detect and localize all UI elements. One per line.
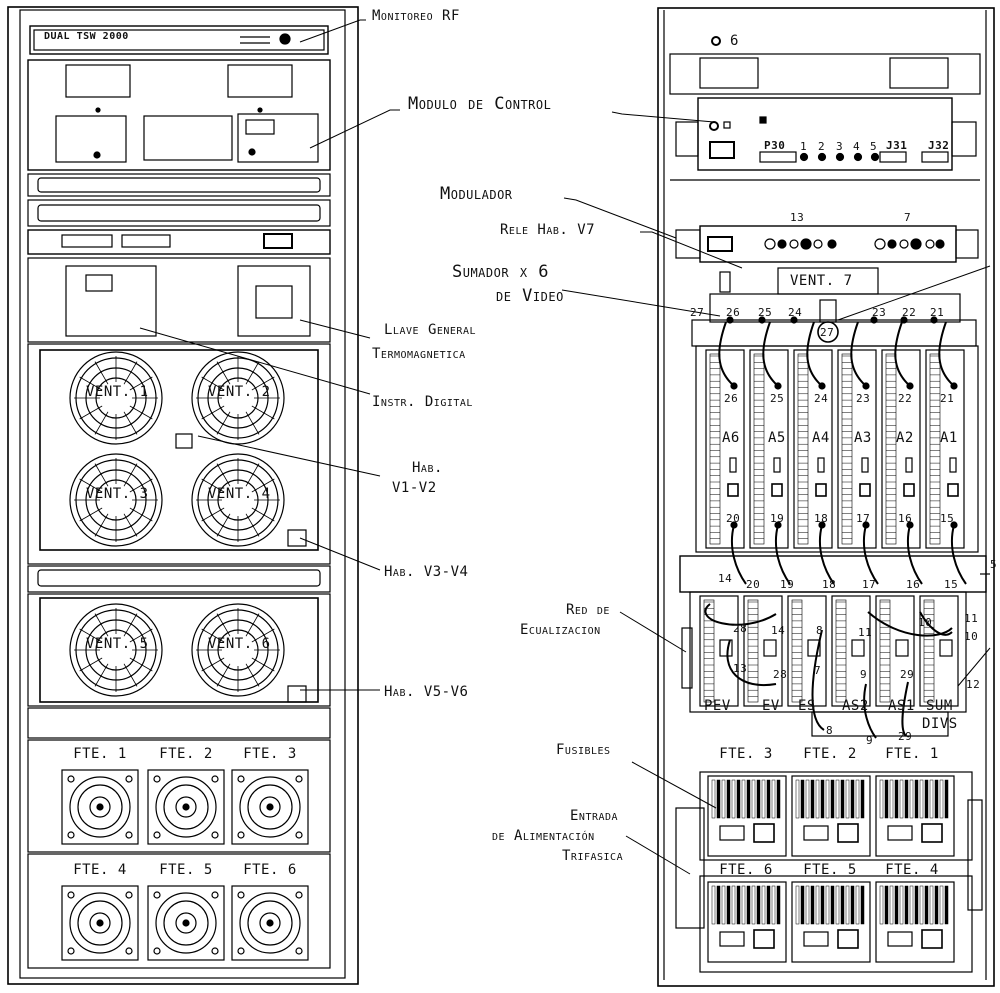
amp-card <box>705 321 747 585</box>
eq-card <box>743 595 783 707</box>
psu-back-6 <box>707 881 787 963</box>
psu-front-4 <box>61 885 139 961</box>
psu-front-6 <box>231 885 309 961</box>
modulator-back <box>675 225 979 263</box>
amplifier-rack <box>695 316 979 585</box>
fan-3 <box>69 453 163 547</box>
eq-card <box>787 595 827 707</box>
psu-back-2 <box>791 775 871 857</box>
amp-card <box>837 321 879 585</box>
psu-row-2 <box>27 853 331 969</box>
psu-front-1 <box>61 769 139 845</box>
eq-card <box>875 595 915 707</box>
psu-back-1 <box>875 775 955 857</box>
psu-row-1 <box>27 739 331 853</box>
fan-bay-2 <box>27 593 331 707</box>
control-module-back <box>675 97 977 171</box>
psu-back-5 <box>791 881 871 963</box>
fan-bay-1 <box>27 343 331 565</box>
monitor-rf-unit <box>29 25 329 55</box>
equalization-rack <box>681 591 967 739</box>
fan-6 <box>191 603 285 697</box>
front-rack <box>7 6 359 985</box>
back-rack <box>657 7 995 987</box>
fan-4 <box>191 453 285 547</box>
sumador-x6 <box>691 267 977 347</box>
modulator-front <box>27 229 331 255</box>
psu-back-3 <box>707 775 787 857</box>
control-module-front <box>27 59 331 171</box>
amp-card <box>749 321 791 585</box>
eq-card <box>919 595 959 707</box>
fan-2 <box>191 351 285 445</box>
instrument-panel <box>27 257 331 343</box>
fan-5 <box>69 603 163 697</box>
psu-back-4 <box>875 881 955 963</box>
eq-card <box>831 595 871 707</box>
psu-front-2 <box>147 769 225 845</box>
psu-front-3 <box>231 769 309 845</box>
leader-lines <box>139 19 991 875</box>
amp-card <box>925 321 967 585</box>
amp-card <box>881 321 923 585</box>
psu-front-5 <box>147 885 225 961</box>
amp-card <box>793 321 835 585</box>
fan-1 <box>69 351 163 445</box>
psu-back <box>675 771 983 973</box>
